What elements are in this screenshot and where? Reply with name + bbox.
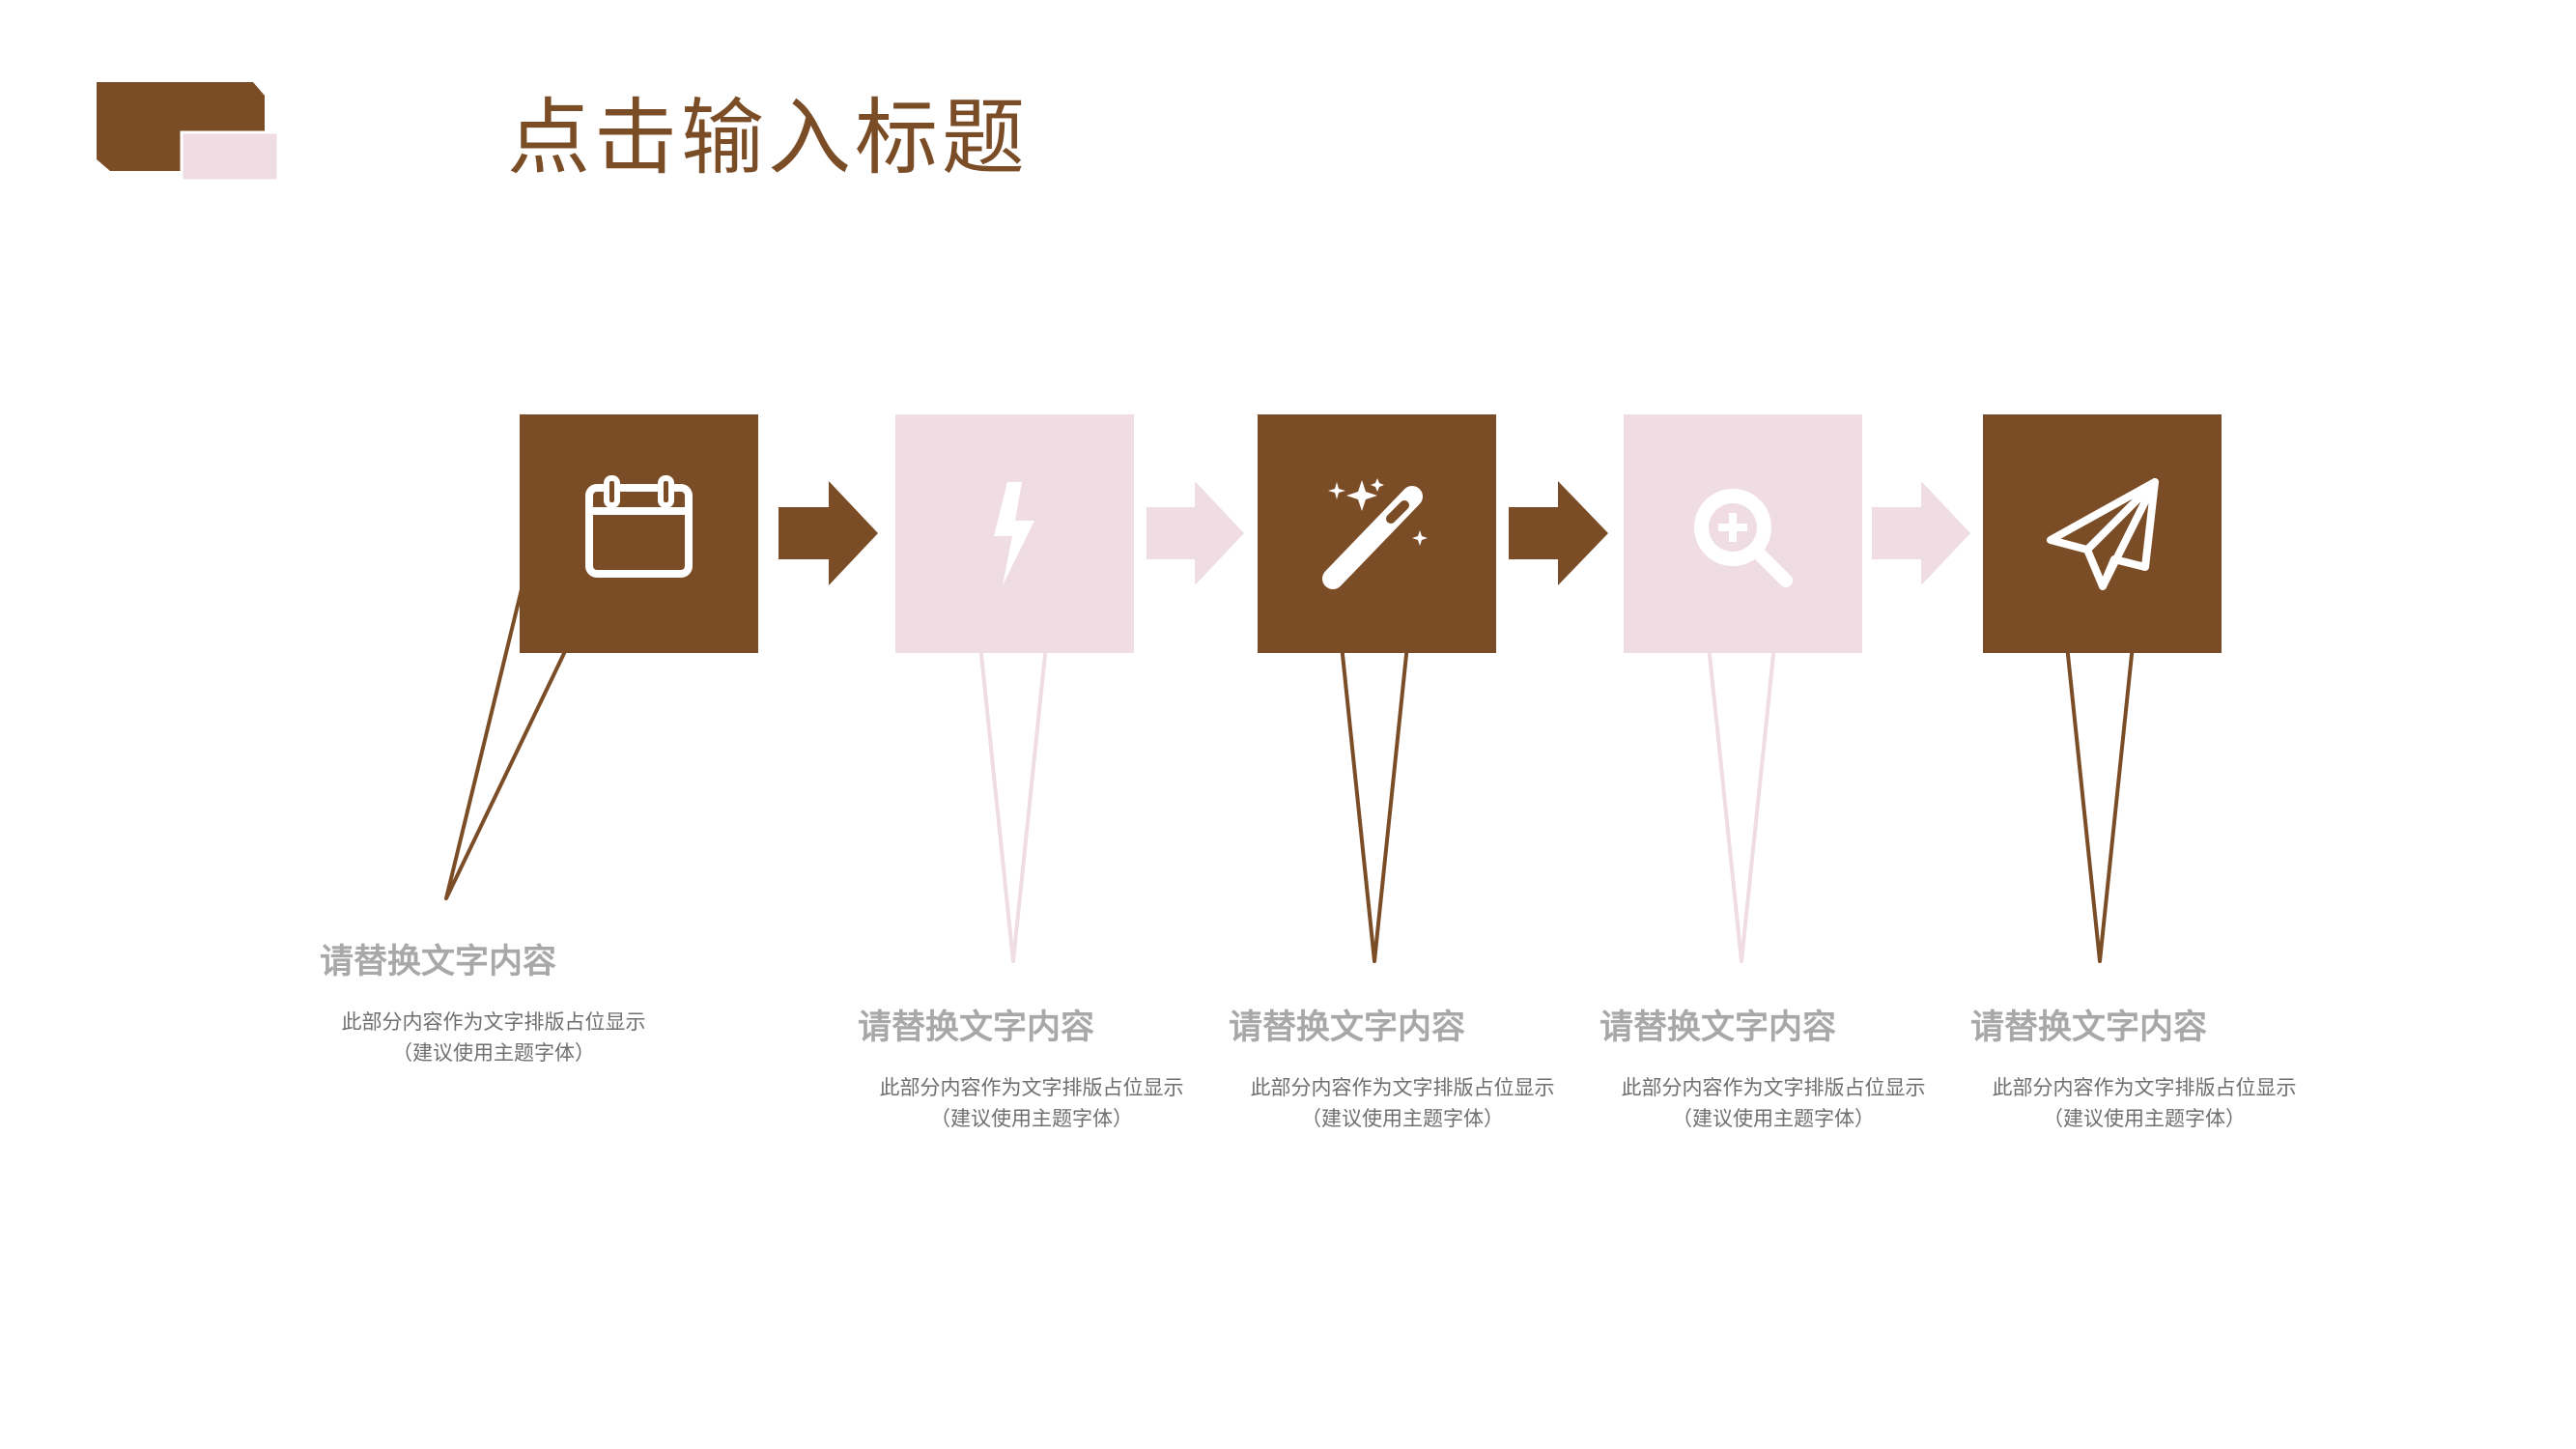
caption-body-line: 此部分内容作为文字排版占位显示 xyxy=(341,1010,646,1034)
logo-mark xyxy=(97,82,280,183)
caption-body-line: （建议使用主题字体） xyxy=(392,1041,595,1065)
caption-title: 请替换文字内容 xyxy=(320,943,557,981)
arrow-right xyxy=(1146,481,1244,585)
pointer-line xyxy=(1340,644,1409,963)
paper-plane-icon xyxy=(2047,478,2159,590)
step-box-4 xyxy=(1624,414,1862,653)
caption-body-line: （建议使用主题字体） xyxy=(1672,1107,1875,1130)
caption-title: 请替换文字内容 xyxy=(858,1009,1095,1047)
calendar-icon xyxy=(585,475,693,578)
page-title: 点击输入标题 xyxy=(507,90,1029,186)
step-caption-5: 请替换文字内容 此部分内容作为文字排版占位显示 （建议使用主题字体） xyxy=(1970,1005,2318,1134)
caption-body: 此部分内容作为文字排版占位显示 （建议使用主题字体） xyxy=(1229,1072,1576,1134)
pointer-line xyxy=(1707,644,1776,963)
arrow-right xyxy=(778,481,878,585)
step-caption-3: 请替换文字内容 此部分内容作为文字排版占位显示 （建议使用主题字体） xyxy=(1229,1005,1576,1134)
pointer-line xyxy=(444,588,570,900)
step-caption-2: 请替换文字内容 此部分内容作为文字排版占位显示 （建议使用主题字体） xyxy=(858,1005,1205,1134)
caption-body: 此部分内容作为文字排版占位显示 （建议使用主题字体） xyxy=(858,1072,1205,1134)
pointer-line xyxy=(2065,644,2135,963)
step-caption-4: 请替换文字内容 此部分内容作为文字排版占位显示 （建议使用主题字体） xyxy=(1599,1005,1947,1134)
caption-body-line: （建议使用主题字体） xyxy=(930,1107,1133,1130)
arrow-right xyxy=(1872,481,1970,585)
caption-body-line: 此部分内容作为文字排版占位显示 xyxy=(1621,1076,1926,1099)
zoom-in-icon xyxy=(1694,489,1793,587)
caption-body-line: 此部分内容作为文字排版占位显示 xyxy=(879,1076,1184,1099)
step-box-5 xyxy=(1983,414,2222,653)
caption-title: 请替换文字内容 xyxy=(1970,1009,2208,1047)
step-box-2 xyxy=(895,414,1134,653)
magic-wand-icon xyxy=(1322,478,1428,589)
caption-body-line: 此部分内容作为文字排版占位显示 xyxy=(1992,1076,2297,1099)
caption-title: 请替换文字内容 xyxy=(1599,1009,1837,1047)
lightning-icon xyxy=(994,482,1034,585)
caption-body: 此部分内容作为文字排版占位显示 （建议使用主题字体） xyxy=(1599,1072,1947,1134)
step-box-1 xyxy=(520,414,758,653)
pointer-line xyxy=(978,644,1048,963)
caption-body: 此部分内容作为文字排版占位显示 （建议使用主题字体） xyxy=(1970,1072,2318,1134)
caption-body-line: （建议使用主题字体） xyxy=(1301,1107,1504,1130)
caption-title: 请替换文字内容 xyxy=(1229,1009,1466,1047)
step-box-3 xyxy=(1258,414,1496,653)
caption-body-line: 此部分内容作为文字排版占位显示 xyxy=(1250,1076,1555,1099)
arrow-right xyxy=(1509,481,1608,585)
step-caption-1: 请替换文字内容 此部分内容作为文字排版占位显示 （建议使用主题字体） xyxy=(320,939,667,1068)
caption-body: 此部分内容作为文字排版占位显示 （建议使用主题字体） xyxy=(320,1007,667,1068)
caption-body-line: （建议使用主题字体） xyxy=(2043,1107,2246,1130)
